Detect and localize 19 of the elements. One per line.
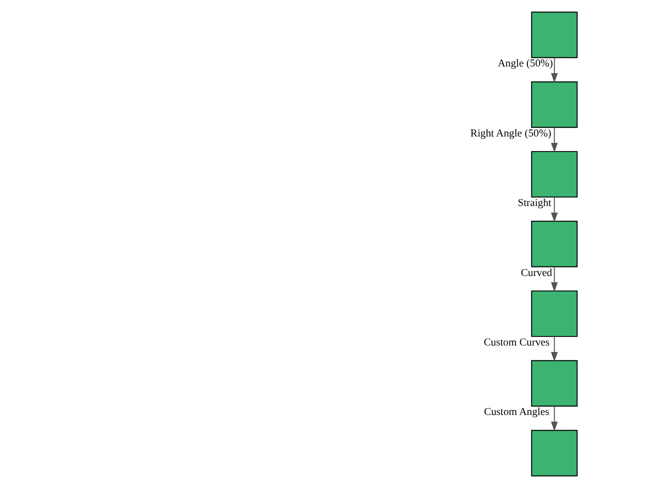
arrow	[550, 336, 558, 362]
edge-label: Custom Angles	[484, 407, 550, 418]
node-box	[531, 151, 578, 198]
edge-label: Custom Curves	[484, 338, 550, 349]
arrow	[550, 57, 558, 83]
node-box	[531, 430, 578, 476]
arrow	[550, 126, 558, 153]
edge-label: Right Angle (50%)	[470, 128, 552, 140]
edge-label: Straight	[518, 198, 552, 210]
node-box	[531, 220, 578, 268]
node-box	[531, 81, 578, 128]
arrow	[550, 196, 558, 222]
arrow	[550, 406, 558, 432]
node-box	[531, 290, 578, 337]
edge-label: Curved	[520, 268, 552, 279]
arrow	[550, 266, 558, 292]
node-box	[531, 360, 578, 407]
node-box	[531, 12, 578, 58]
edge-label: Angle (50%)	[498, 58, 553, 70]
